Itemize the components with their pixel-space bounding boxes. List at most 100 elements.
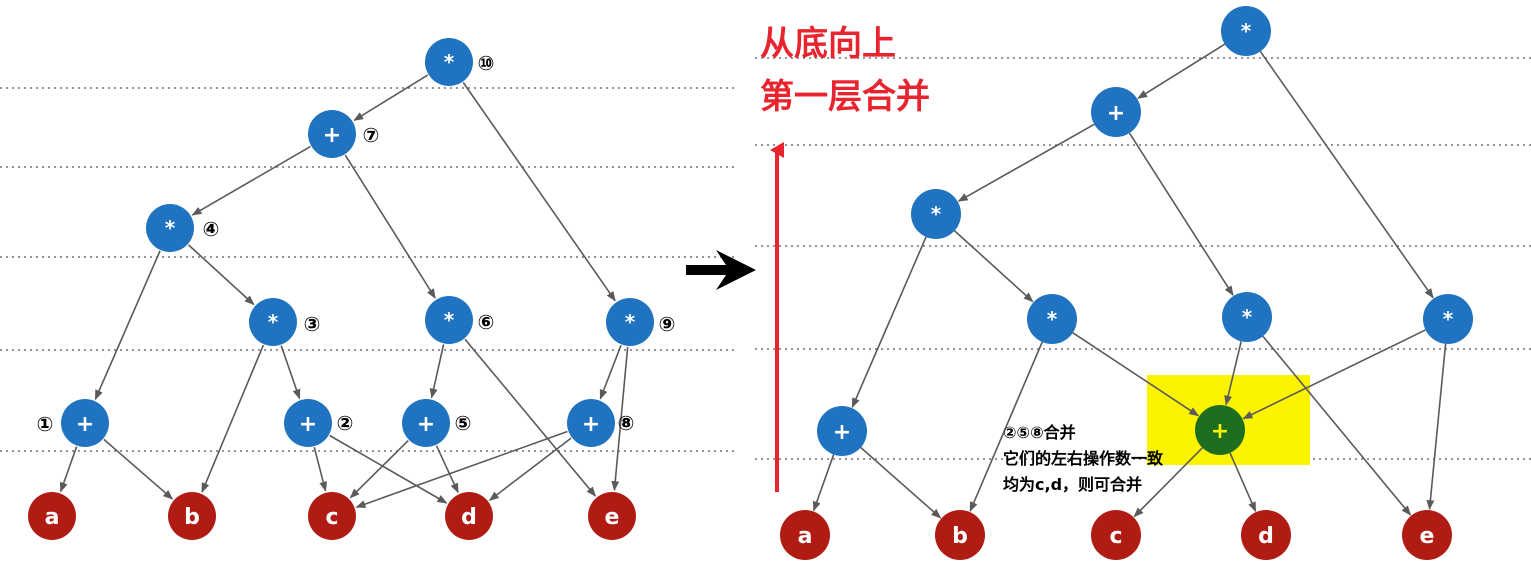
leaf-d: d xyxy=(445,492,493,540)
edge-arrow xyxy=(344,154,436,299)
svg-text:+: + xyxy=(833,420,851,445)
edge-arrow xyxy=(812,454,835,512)
svg-text:*: * xyxy=(1242,305,1253,329)
edge-arrow xyxy=(103,438,174,500)
node-r-mul1: * xyxy=(911,189,961,239)
edge-arrow xyxy=(429,344,445,399)
edge-arrow xyxy=(353,74,429,122)
edge-arrow xyxy=(1426,343,1447,511)
edge-arrow xyxy=(1229,452,1257,513)
edge-arrow xyxy=(860,446,942,519)
svg-text:c: c xyxy=(325,505,338,530)
edge-arrow xyxy=(1072,332,1200,417)
node-l2: + ② xyxy=(284,399,353,447)
node-l8: + ⑧ xyxy=(567,399,634,447)
svg-text:+: + xyxy=(76,412,94,437)
transition-arrow xyxy=(686,250,756,290)
leaf-r-e: e xyxy=(1402,510,1452,560)
svg-text:*: * xyxy=(444,308,455,332)
node-l5: + ⑤ xyxy=(402,399,471,447)
svg-text:*: * xyxy=(1241,19,1252,43)
left-level-guides xyxy=(0,87,735,452)
node-l9: * ⑨ xyxy=(606,298,675,346)
note-line1: ②⑤⑧合并 xyxy=(1003,423,1076,442)
node-l10: * ⑩ xyxy=(425,38,494,86)
node-r-mul4: * xyxy=(1423,294,1473,344)
leaf-r-a: a xyxy=(780,510,830,560)
edges-layer xyxy=(59,43,1447,519)
edge-arrow xyxy=(59,446,78,493)
svg-text:b: b xyxy=(952,524,968,549)
svg-text:+: + xyxy=(299,412,317,437)
leaf-r-c: c xyxy=(1091,510,1141,560)
edge-arrow xyxy=(1128,132,1234,296)
badge-3: ③ xyxy=(304,312,321,336)
leaf-a: a xyxy=(28,492,76,540)
svg-text:*: * xyxy=(165,216,176,240)
svg-text:d: d xyxy=(1258,524,1274,549)
svg-text:b: b xyxy=(184,505,200,530)
edge-arrow xyxy=(349,440,409,499)
badge-5: ⑤ xyxy=(455,411,472,435)
right-diagram: * + * * * * + + xyxy=(780,6,1473,560)
svg-text:+: + xyxy=(582,412,600,437)
badge-10: ⑩ xyxy=(478,51,495,75)
svg-text:a: a xyxy=(45,505,60,530)
leaf-c: c xyxy=(308,492,356,540)
node-l1: + ① xyxy=(37,399,109,447)
node-r-mul3: * xyxy=(1222,292,1272,342)
svg-text:*: * xyxy=(1443,307,1454,331)
edge-arrow xyxy=(953,230,1034,303)
edge-arrow xyxy=(1224,341,1242,406)
edge-arrow xyxy=(488,437,572,501)
leaf-e: e xyxy=(588,492,636,540)
leaf-r-d: d xyxy=(1241,510,1291,560)
badge-8: ⑧ xyxy=(618,411,635,435)
svg-text:*: * xyxy=(931,202,942,226)
left-diagram: * ⑩ + ⑦ * ④ * ③ * ⑥ * ⑨ + xyxy=(28,38,675,540)
svg-text:c: c xyxy=(1109,524,1122,549)
title-line2: 第一层合并 xyxy=(760,77,930,117)
node-l3: * ③ xyxy=(249,298,320,346)
note-line2: 它们的左右操作数一致 xyxy=(1003,449,1164,468)
badge-4: ④ xyxy=(203,217,220,241)
svg-text:*: * xyxy=(268,310,279,334)
badge-1: ① xyxy=(37,412,54,436)
node-r-mul2: * xyxy=(1027,294,1077,344)
title-block: 从底向上 第一层合并 xyxy=(760,24,930,492)
edge-arrow xyxy=(1133,447,1203,518)
edge-arrow xyxy=(280,345,301,400)
edge-arrow xyxy=(611,346,629,492)
edge-arrow xyxy=(191,145,311,216)
svg-text:+: + xyxy=(1107,101,1125,126)
svg-text:*: * xyxy=(1047,307,1058,331)
edge-arrow xyxy=(355,430,568,508)
edge-arrow xyxy=(1262,335,1412,516)
edge-arrow xyxy=(969,341,1043,512)
svg-text:a: a xyxy=(798,524,813,549)
leaf-b: b xyxy=(168,492,216,540)
edge-arrow xyxy=(201,344,265,493)
node-l4: * ④ xyxy=(146,204,219,252)
svg-text:+: + xyxy=(417,412,435,437)
edge-arrow xyxy=(462,82,616,302)
badge-7: ⑦ xyxy=(363,123,380,147)
title-line1: 从底向上 xyxy=(760,24,896,64)
badge-6: ⑥ xyxy=(478,310,495,334)
svg-text:*: * xyxy=(625,310,636,334)
edge-arrow xyxy=(1137,43,1226,99)
edge-arrow xyxy=(329,434,448,504)
edge-arrow xyxy=(464,338,597,497)
edge-arrow xyxy=(435,445,459,494)
node-r-plus: + xyxy=(1091,87,1141,137)
edge-arrow xyxy=(1242,329,1426,420)
node-r-plus-a: + xyxy=(817,406,867,456)
badge-9: ⑨ xyxy=(659,312,676,336)
edge-arrow xyxy=(599,345,622,400)
node-r-top: * xyxy=(1221,6,1271,56)
svg-text:d: d xyxy=(461,505,477,530)
node-merged: + xyxy=(1195,405,1245,455)
leaf-r-b: b xyxy=(935,510,985,560)
svg-text:+: + xyxy=(1211,419,1229,444)
